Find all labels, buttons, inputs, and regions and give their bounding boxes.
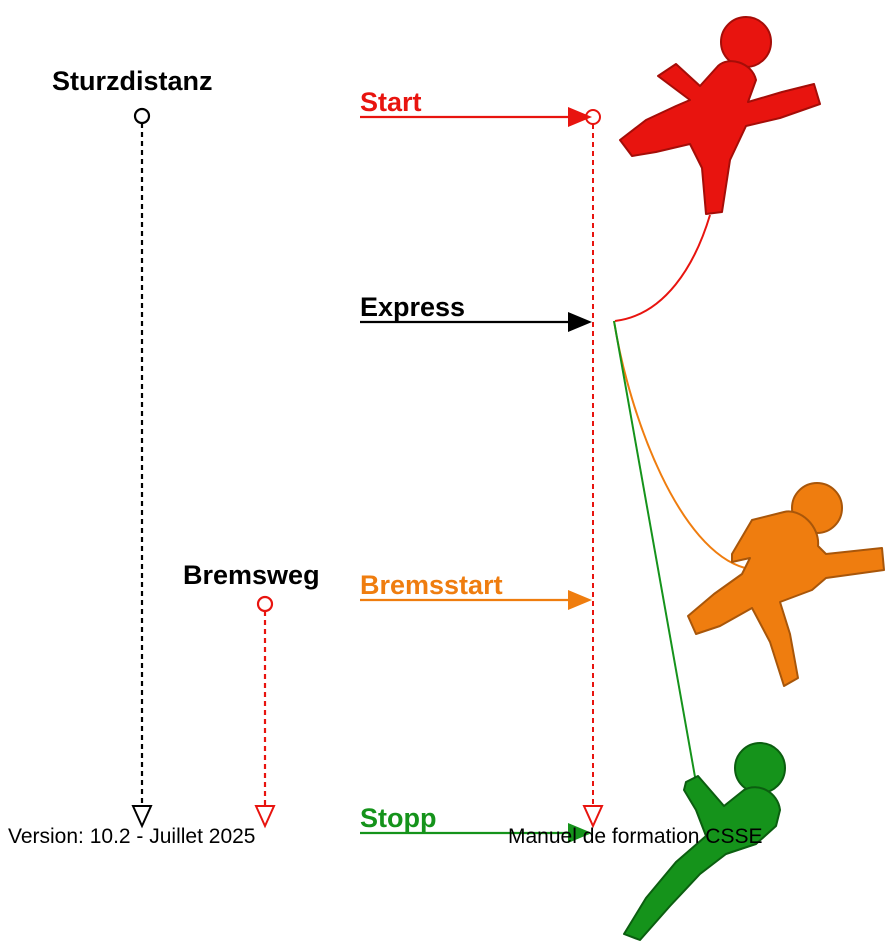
braking-distance-end-marker — [254, 805, 276, 829]
label-express: Express — [360, 292, 465, 322]
rope-orange — [613, 320, 746, 569]
start-arrow — [360, 107, 592, 127]
braking-distance-line — [254, 595, 276, 829]
fall-distance-line — [131, 107, 153, 829]
braking-start-arrow — [360, 590, 592, 610]
rope-red — [614, 214, 711, 322]
label-start: Start — [360, 87, 422, 117]
climber-falling-red-icon — [619, 16, 821, 215]
climber-braking-orange-icon — [687, 482, 885, 687]
label-bremsstart: Bremsstart — [360, 570, 503, 600]
express-arrow — [360, 312, 592, 332]
label-sturzdistanz: Sturzdistanz — [52, 66, 213, 96]
fall-distance-end-marker — [131, 805, 153, 829]
fall-distance-start-marker — [133, 107, 151, 125]
fall-path-line — [582, 109, 604, 829]
footer-manual: Manuel de formation CSSE — [508, 825, 762, 848]
label-bremsweg: Bremsweg — [183, 560, 320, 590]
climber-stopped-green-icon — [623, 742, 786, 941]
label-stopp: Stopp — [360, 803, 436, 833]
stop-arrow — [360, 823, 592, 843]
braking-distance-start-marker — [256, 595, 274, 613]
rope-green — [613, 320, 701, 806]
fall-path-end-marker — [582, 805, 604, 829]
footer-version: Version: 10.2 - Juillet 2025 — [8, 825, 256, 848]
